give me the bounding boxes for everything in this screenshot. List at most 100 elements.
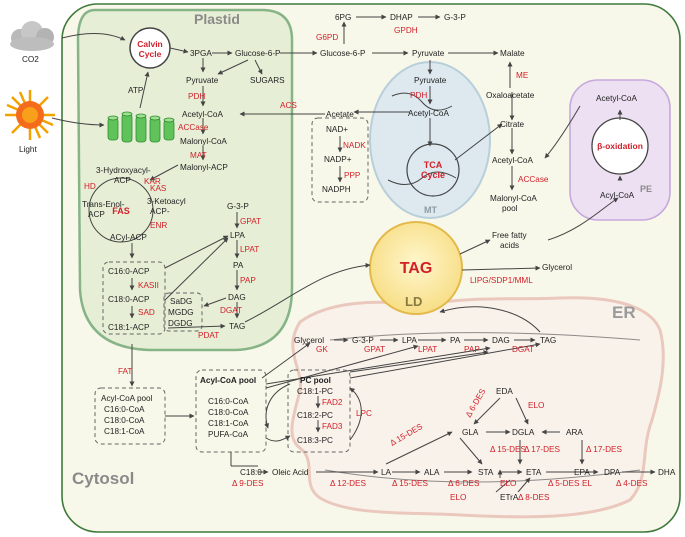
metabolite: C18:0: [240, 468, 262, 477]
enzyme: PDH: [188, 92, 205, 101]
enzyme: ME: [516, 71, 529, 80]
enzyme: Δ 8-DES: [518, 493, 550, 502]
metabolite: Pyruvate: [186, 76, 219, 85]
metabolite: G-3-P: [352, 336, 374, 345]
enzyme: Δ 9-DES: [232, 479, 264, 488]
metabolite: ETA: [526, 468, 542, 477]
metabolite: DAG: [492, 336, 510, 345]
metabolite: PA: [450, 336, 461, 345]
enzyme: SAD: [138, 308, 155, 317]
enzyme: PAP: [240, 276, 256, 285]
metabolite: C16:0-ACP: [108, 267, 150, 276]
metabolite: Acyl-CoA: [600, 191, 635, 200]
cytosol-label: Cytosol: [72, 469, 134, 488]
plastid-label: Plastid: [194, 11, 240, 27]
enzyme: Δ 6-DES: [448, 479, 480, 488]
mt-label: MT: [424, 205, 437, 215]
metabolite: DHAP: [390, 13, 413, 22]
metabolite: NADP+: [324, 155, 352, 164]
metabolite: Glucose-6-P: [235, 49, 281, 58]
metabolite: acids: [500, 241, 519, 250]
ld-label: LD: [405, 294, 422, 309]
enzyme: KAR: [144, 177, 161, 186]
enzyme: KASII: [138, 281, 159, 290]
metabolite: ACP: [114, 176, 131, 185]
metabolite: C18:0-CoA: [208, 408, 249, 417]
metabolite: ALA: [424, 468, 440, 477]
fas-cycle-circle: [88, 177, 154, 243]
metabolite: C18:1-CoA: [104, 427, 145, 436]
metabolite: ARA: [566, 428, 583, 437]
metabolite: C18:1-ACP: [108, 323, 150, 332]
metabolite: Malate: [500, 49, 525, 58]
metabolite: DGDG: [168, 319, 193, 328]
enzyme: GPAT: [240, 217, 261, 226]
enzyme: ENR: [150, 221, 167, 230]
metabolite: C16:0-CoA: [104, 405, 145, 414]
metabolite: ACP-: [150, 207, 170, 216]
metabolite: C18:1-CoA: [208, 419, 249, 428]
metabolite: PC pool: [300, 376, 331, 385]
light-label: Light: [19, 145, 37, 154]
plastid-compartment: [76, 8, 294, 352]
pc-pool-box: [287, 369, 351, 453]
enzyme: MAT: [190, 151, 207, 160]
metabolite: ATP: [128, 86, 144, 95]
er-fold: [324, 469, 641, 483]
enzyme: Δ 15-DES: [392, 479, 428, 488]
metabolite: G-3-P: [444, 13, 466, 22]
enzyme: Δ 17-DES: [586, 445, 622, 454]
metabolite: C18:2-PC: [297, 411, 333, 420]
enzyme: HD: [84, 182, 96, 191]
calvin-cycle-label-2: Cycle: [139, 49, 162, 59]
metabolite: 6PG: [335, 13, 351, 22]
metabolite: G-3-P: [227, 202, 249, 211]
metabolite: Glycerol: [542, 263, 572, 272]
er-fold: [329, 332, 641, 341]
metabolite: PUFA-CoA: [208, 430, 249, 439]
metabolite: SUGARS: [250, 76, 285, 85]
enzyme: GK: [316, 345, 328, 354]
metabolite: Glucose-6-P: [320, 49, 366, 58]
enzyme: LPC: [356, 409, 372, 418]
metabolite: Citrate: [500, 120, 525, 129]
sun-icon: [5, 90, 55, 140]
enzyme: FAD3: [322, 422, 343, 431]
enzyme: ACS: [280, 101, 297, 110]
co2-label: CO2: [22, 55, 39, 64]
enzyme: Δ 5-DES: [548, 479, 580, 488]
acyl-coa-pool-left-box: [94, 387, 166, 445]
thylakoid-icon: [107, 111, 175, 143]
metabolite: NADPH: [322, 185, 351, 194]
enzyme: EL: [582, 479, 592, 488]
metabolite: Acetyl-CoA: [182, 110, 223, 119]
enzyme: G6PD: [316, 33, 338, 42]
metabolite: Oxaloacetate: [486, 91, 535, 100]
enzyme: DGAT: [220, 306, 242, 315]
enzyme: PAP: [464, 345, 480, 354]
er-compartment: [290, 296, 665, 519]
cristae: [387, 92, 457, 185]
metabolite: EDA: [496, 387, 513, 396]
metabolite: Acyl-CoA pool: [200, 376, 256, 385]
enzyme: LPAT: [240, 245, 259, 254]
enzyme: Δ 17-DES: [524, 445, 560, 454]
enzyme: PDH: [410, 91, 427, 100]
enzyme: FAT: [118, 367, 132, 376]
enzyme: GPAT: [364, 345, 385, 354]
metabolite: EPA: [574, 468, 590, 477]
metabolite: DGLA: [512, 428, 535, 437]
metabolite: LPA: [402, 336, 417, 345]
enzyme: LIPG/SDP1/MML: [470, 276, 533, 285]
lipid-droplet: [369, 221, 463, 315]
beta-oxidation-label: β-oxidation: [597, 141, 643, 151]
tca-cycle-circle: [406, 143, 460, 197]
calvin-cycle-label: Calvin: [137, 39, 163, 49]
metabolite: Trans-Enol-: [82, 200, 125, 209]
enzyme: KAS: [150, 184, 167, 193]
metabolite: C16:0-CoA: [208, 397, 249, 406]
metabolite: C18:3-PC: [297, 436, 333, 445]
metabolite: Free fatty: [492, 231, 527, 240]
pe-label: PE: [640, 184, 652, 194]
